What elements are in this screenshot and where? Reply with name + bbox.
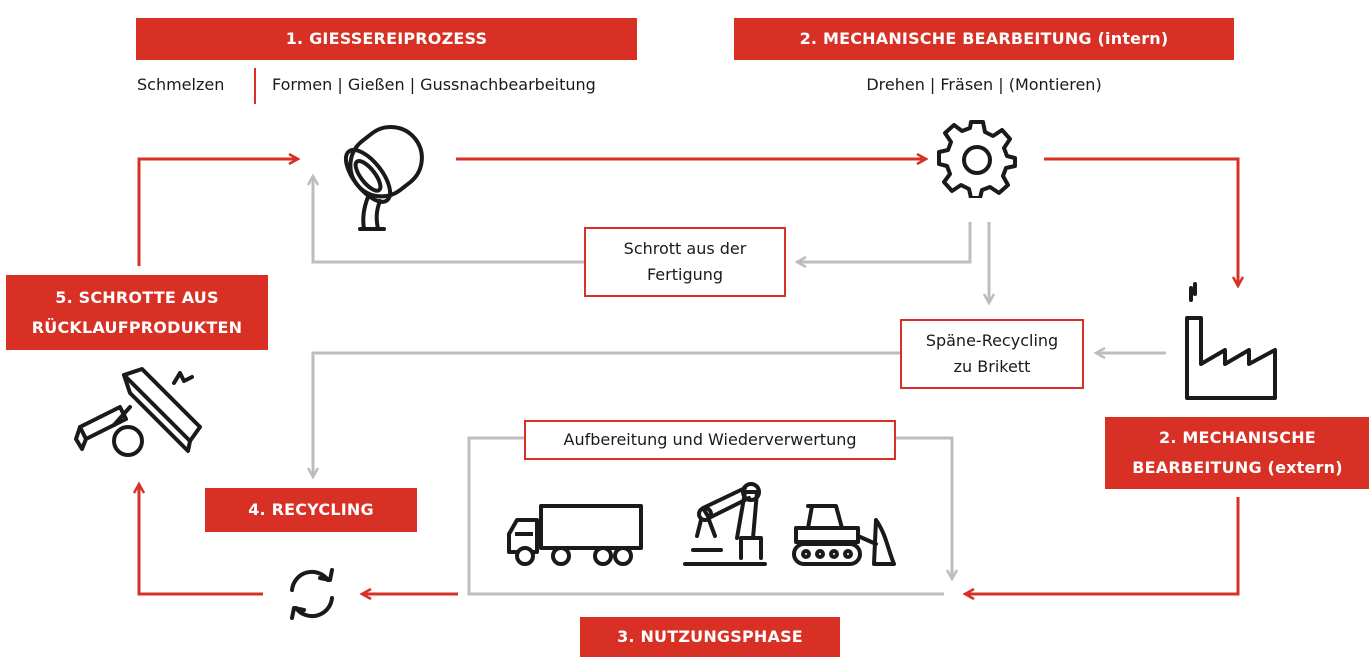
flow-chips-to-recycling [313, 351, 900, 477]
flow-machining-to-factory [1044, 157, 1238, 286]
stage-scrap-returns-line2: RÜCKLAUFPRODUKTEN [31, 317, 243, 337]
ladle-icon [330, 105, 445, 235]
bulldozer-icon [790, 500, 900, 570]
stage-scrap-returns: 5. SCHROTTE AUS RÜCKLAUFPRODUKTEN [6, 275, 268, 350]
box-manufacturing-scrap-line1: Schrott aus der [623, 239, 747, 258]
gear-icon [937, 118, 1017, 198]
stage-machining-extern-line2: BEARBEITUNG (extern) [1132, 458, 1343, 477]
stage-machining-intern: 2. MECHANISCHE BEARBEITUNG (intern) [734, 18, 1234, 60]
flow-usage-frame [467, 436, 944, 596]
stage-machining-extern: 2. MECHANISCHE BEARBEITUNG (extern) [1105, 417, 1369, 489]
subtitle-foundry-right: Formen | Gießen | Gussnachbearbeitung [272, 75, 596, 94]
box-reuse: Aufbereitung und Wiederverwertung [524, 420, 896, 460]
stage-usage: 3. NUTZUNGSPHASE [580, 617, 840, 657]
stage-recycling-label: 4. RECYCLING [248, 500, 374, 519]
flow-gear-to-scrap [797, 222, 972, 262]
stage-machining-intern-label: 2. MECHANISCHE BEARBEITUNG (intern) [799, 29, 1169, 48]
broken-beams-icon [70, 365, 205, 465]
truck-icon [505, 500, 645, 570]
stage-machining-extern-line1: 2. MECHANISCHE [1159, 428, 1316, 447]
factory-icon [1177, 280, 1287, 402]
flow-recycling-to-scrap [139, 484, 263, 596]
flow-extern-to-usage [965, 497, 1240, 594]
robot-arm-icon [675, 478, 775, 570]
stage-foundry-label: 1. GIESSEREIPROZESS [285, 29, 488, 48]
stage-foundry: 1. GIESSEREIPROZESS [136, 18, 637, 60]
flow-scrap-to-foundry [137, 159, 298, 266]
flow-usage-frame-right [896, 436, 952, 579]
flow-scrap-to-foundry-gray [313, 176, 584, 264]
subtitle-foundry-left: Schmelzen [137, 75, 225, 94]
cycle-arrows-icon [278, 560, 346, 628]
stage-usage-label: 3. NUTZUNGSPHASE [617, 627, 803, 646]
box-manufacturing-scrap-line2: Fertigung [646, 265, 724, 284]
box-chips-recycling: Späne-Recycling zu Brikett [900, 319, 1084, 389]
stage-recycling: 4. RECYCLING [205, 488, 417, 532]
subtitle-machining: Drehen | Fräsen | (Montieren) [866, 75, 1102, 94]
box-chips-recycling-line1: Späne-Recycling [925, 331, 1059, 350]
subtitle-foundry-separator [254, 68, 256, 104]
box-reuse-label: Aufbereitung und Wiederverwertung [563, 430, 857, 449]
stage-scrap-returns-line1: 5. SCHROTTE AUS [55, 287, 219, 307]
box-chips-recycling-line2: zu Brikett [953, 357, 1031, 376]
box-manufacturing-scrap: Schrott aus der Fertigung [584, 227, 786, 297]
